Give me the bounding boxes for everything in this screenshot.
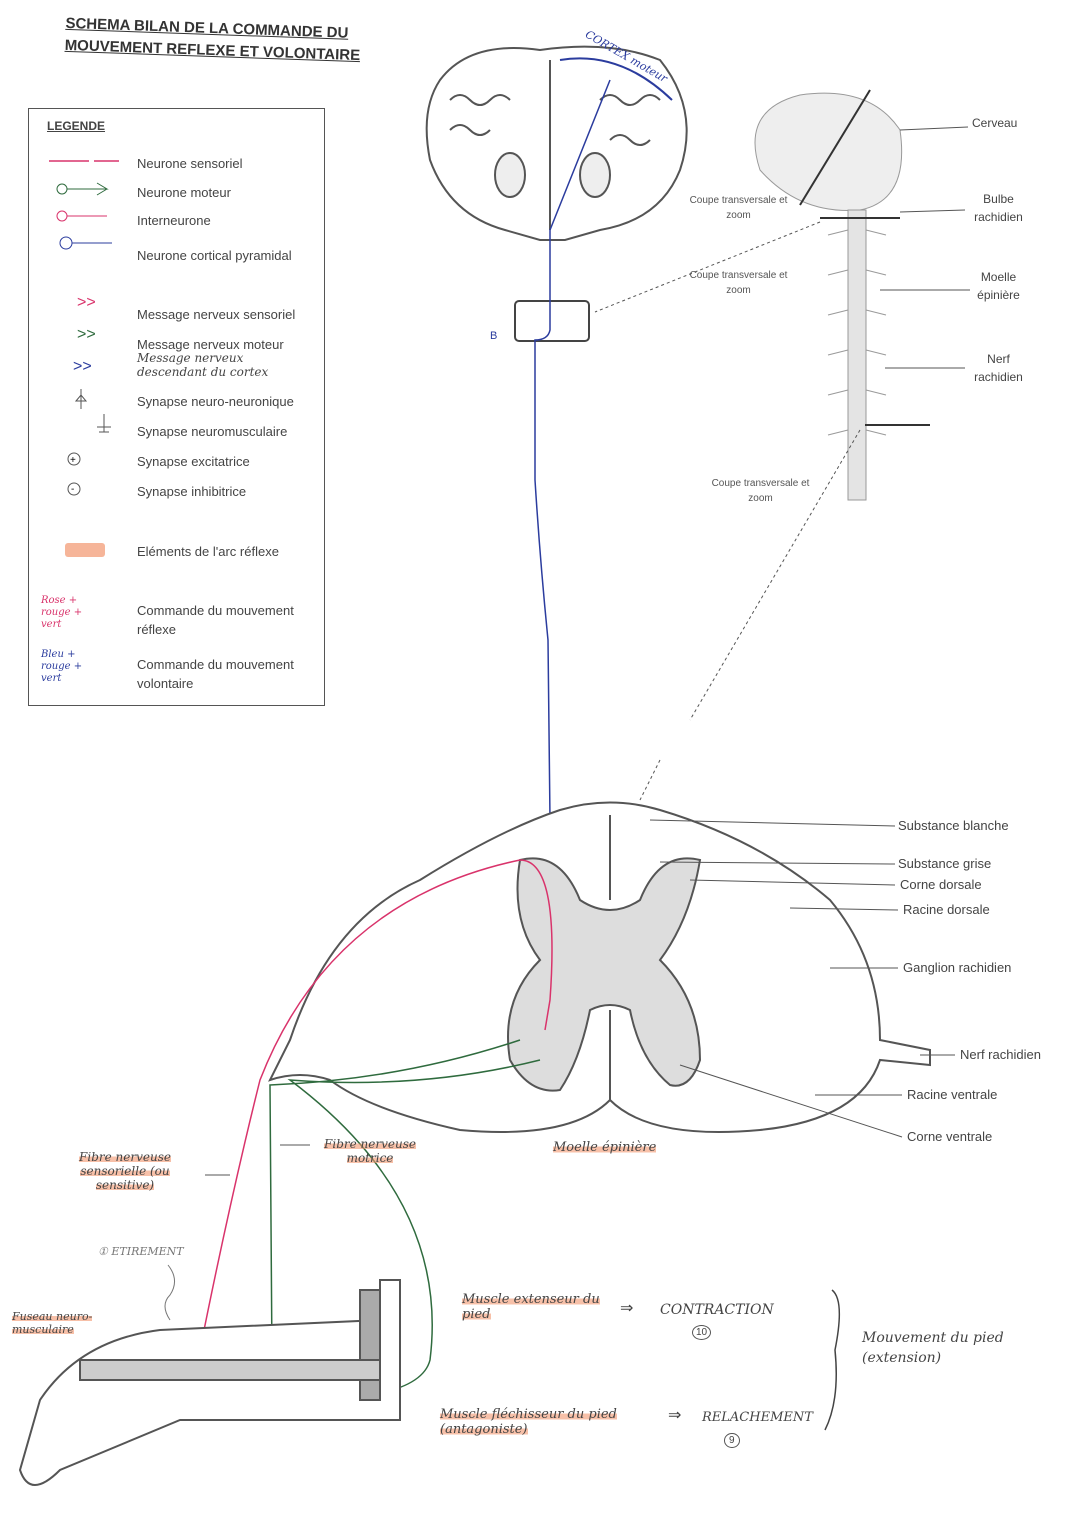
spinal-cord-section [268, 801, 931, 1133]
brain-and-spine [754, 92, 903, 501]
legend-key-reflex: Rose + rouge + vert [41, 595, 83, 630]
legend-symbols: >> >> >> + - [49, 160, 119, 557]
motor-fiber-label: Fibre nerveuse motrice [324, 1137, 416, 1165]
cortical-descending-fiber [534, 300, 553, 1001]
motor-fiber-extensor [269, 1039, 521, 1361]
legend-item: Interneurone [137, 213, 211, 228]
brain-coronal-section [425, 45, 688, 241]
coupe-label-1: Coupe transversale et zoom [689, 195, 788, 221]
extensor-label: Muscle extenseur du pied [462, 1292, 600, 1322]
legend-item: Neurone cortical pyramidal [137, 248, 292, 263]
label-corne-dorsale: Corne dorsale [900, 877, 982, 892]
cortical-message-icon: >> [73, 358, 92, 375]
stretch-label: ① ETIREMENT [98, 1245, 184, 1258]
spinal-cord-caption: Moelle épinière [553, 1140, 657, 1155]
coupe-label-2: Coupe transversale et zoom [689, 270, 788, 296]
legend-key-voluntary: Bleu + rouge + vert [41, 649, 83, 684]
sensory-fiber-label: Fibre nerveuse sensorielle (ou sensitive… [79, 1150, 171, 1192]
legend-item: Neurone sensoriel [137, 156, 243, 171]
reflex-arc-swatch [65, 543, 105, 557]
legend-item: Eléments de l'arc réflexe [137, 544, 279, 559]
legend-heading: LEGENDE [47, 119, 106, 133]
legend-item: Synapse neuromusculaire [137, 424, 288, 439]
zoom-box [514, 300, 590, 342]
legend-box: LEGENDE >> >> >> + - Neurone sensoriel N… [28, 108, 325, 706]
legend-item: Message nerveux sensoriel [137, 307, 296, 322]
label-racine-dorsale: Racine dorsale [903, 902, 990, 917]
label-ganglion: Ganglion rachidien [903, 960, 1012, 975]
label-moelle: Moelle épinière [977, 270, 1020, 302]
motor-fiber-flexor [287, 1059, 541, 1401]
neuromuscular-synapse-icon [97, 414, 111, 433]
excitatory-icon [67, 452, 81, 466]
label-racine-ventrale: Racine ventrale [907, 1087, 998, 1102]
flexor-label: Muscle fléchisseur du pied (antagoniste) [440, 1407, 617, 1437]
label-corne-ventrale: Corne ventrale [907, 1129, 993, 1144]
sensory-message-icon: >> [77, 294, 96, 311]
contraction-label: CONTRACTION [660, 1302, 774, 1318]
spindle-label: Fuseau neuro-musculaire [12, 1310, 93, 1336]
svg-text:+: + [70, 455, 76, 466]
legend-item: Commande du mouvement réflexe [137, 603, 294, 637]
legend-item: Synapse neuro-neuronique [137, 394, 294, 409]
leg-drawing [18, 1279, 401, 1486]
legend-item: Synapse inhibitrice [137, 484, 247, 499]
legend-item: Commande du mouvement volontaire [137, 657, 294, 691]
inhibitory-icon [67, 482, 81, 496]
synapse-icon [74, 389, 88, 409]
label-nerf-rachidien: Nerf rachidien [960, 1047, 1041, 1062]
motor-neuron-icon [56, 183, 68, 195]
sensory-fiber [199, 859, 553, 1351]
svg-text:-: - [71, 484, 74, 495]
box-label: B [490, 330, 498, 342]
label-bulbe: Bulbe rachidien [974, 192, 1023, 224]
legend-item: Message nerveux descendant du cortex [137, 351, 269, 379]
legend-item: Neurone moteur [137, 185, 231, 200]
legend-item: Synapse excitatrice [137, 454, 250, 469]
motor-message-icon: >> [77, 326, 96, 343]
interneuron-icon [56, 210, 68, 222]
step-10: 10 [692, 1325, 712, 1340]
movement-label: Mouvement du pied (extension) [862, 1330, 1004, 1366]
label-substance-blanche: Substance blanche [898, 818, 1009, 833]
label-nerf: Nerf rachidien [974, 352, 1023, 384]
label-cerveau: Cerveau [972, 116, 1018, 130]
label-substance-grise: Substance grise [898, 856, 992, 871]
legend-item: Message nerveux moteur [137, 337, 284, 352]
cortical-neuron-icon [59, 236, 73, 250]
coupe-label-3: Coupe transversale et zoom [711, 478, 810, 504]
step-9: 9 [724, 1433, 740, 1448]
relaxation-label: RELACHEMENT [702, 1410, 813, 1425]
